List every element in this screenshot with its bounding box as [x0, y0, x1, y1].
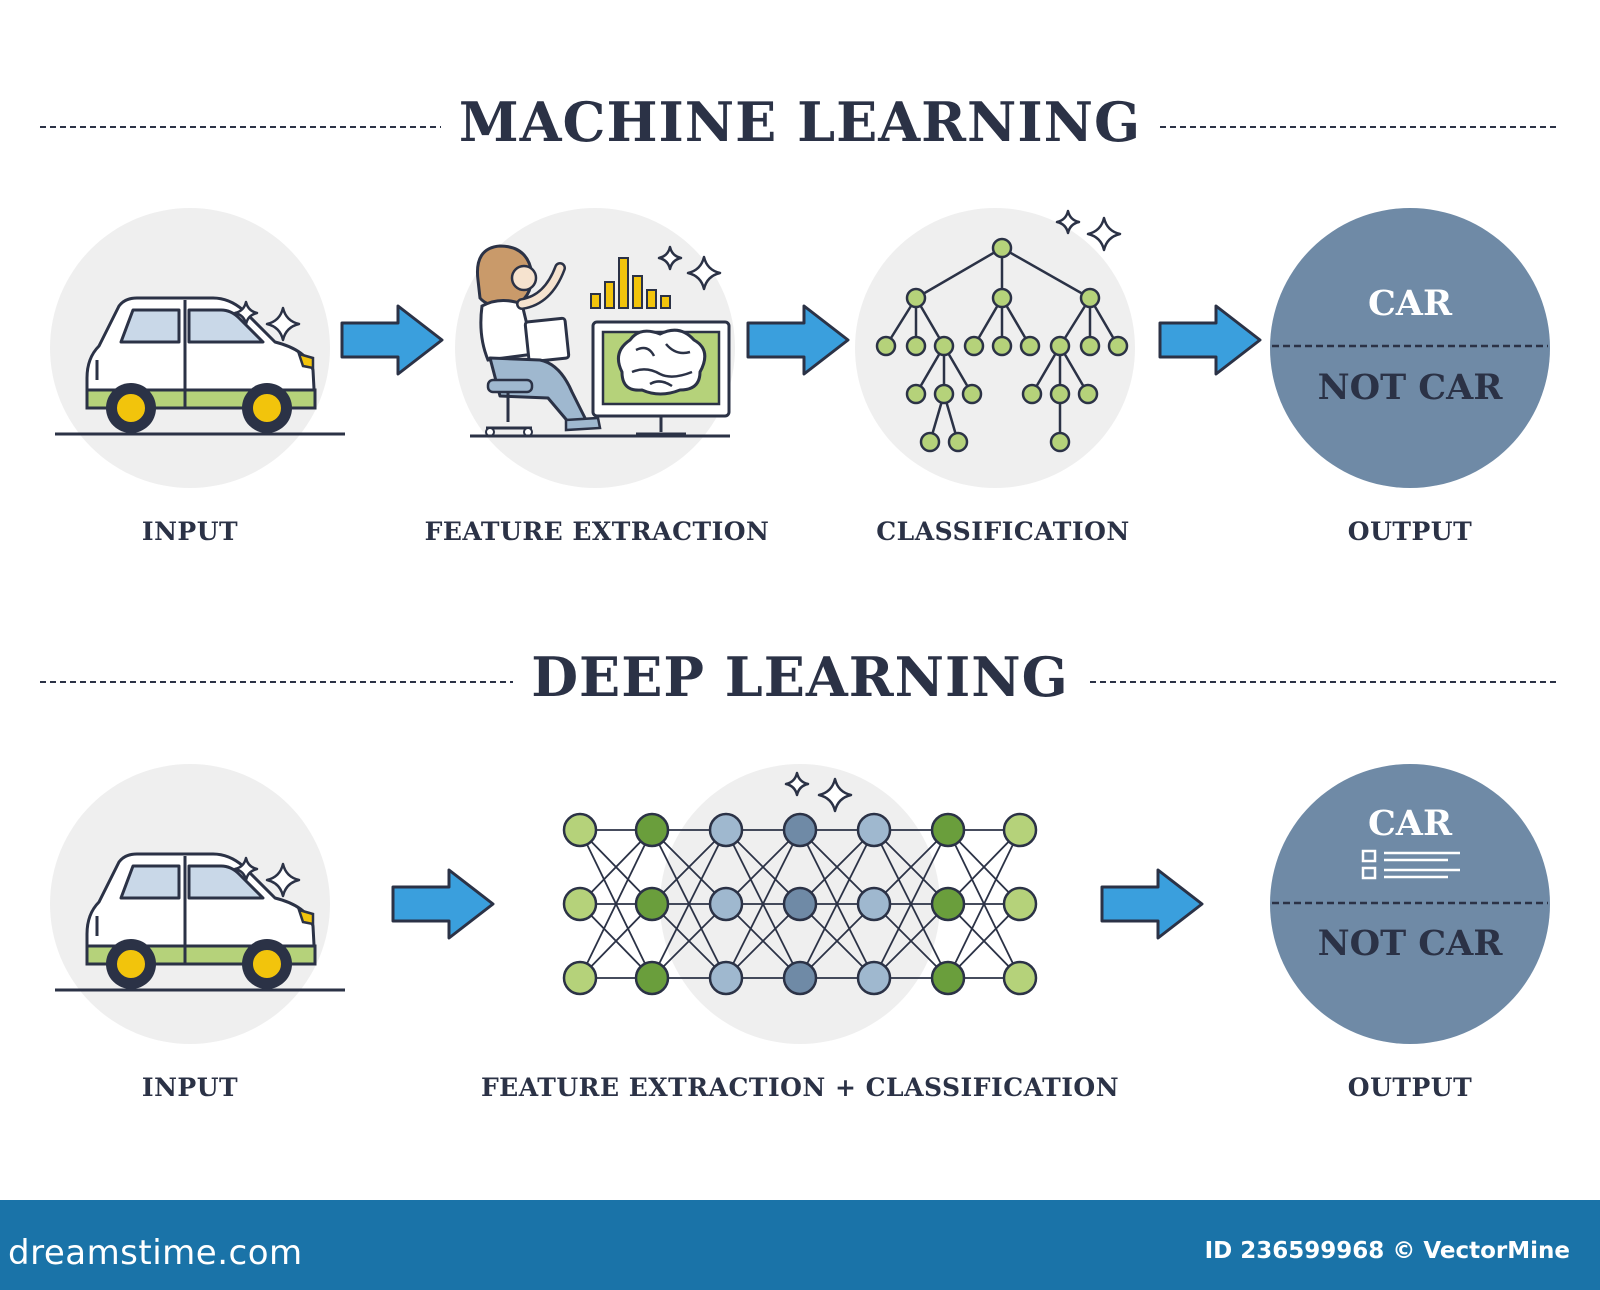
ml-output-circle — [1270, 208, 1550, 488]
arrow-right-icon — [746, 304, 850, 376]
dl-step-label: OUTPUT — [1347, 1073, 1473, 1102]
footer-bar — [0, 1200, 1600, 1290]
arrow-right-icon — [340, 304, 444, 376]
brain-icon — [616, 328, 707, 396]
decision-tree-icon — [875, 237, 1129, 453]
brand-wordmark: dreamstime.com — [8, 1233, 303, 1273]
dl-step-label: INPUT — [141, 1073, 239, 1102]
arrow-right-icon — [391, 868, 495, 940]
ml-title: MACHINE LEARNING — [0, 90, 1600, 154]
ml-step-label: INPUT — [141, 517, 239, 546]
dl-step-label: FEATURE EXTRACTION + CLASSIFICATION — [480, 1073, 1120, 1102]
image-credit: ID 236599968 © VectorMine — [1204, 1238, 1570, 1264]
list-icon — [1361, 849, 1460, 880]
dl-output-not-car: NOT CAR — [1317, 923, 1503, 964]
ml-step-label: OUTPUT — [1347, 517, 1473, 546]
ml-step-label: FEATURE EXTRACTION — [424, 517, 770, 546]
ml-output-not-car: NOT CAR — [1317, 367, 1503, 408]
ml-step-label: CLASSIFICATION — [876, 517, 1130, 546]
arrow-right-icon — [1158, 304, 1262, 376]
dl-title: DEEP LEARNING — [0, 645, 1600, 709]
sparkle-icon — [1086, 216, 1122, 252]
dl-output-car: CAR — [1367, 803, 1453, 844]
ml-output-car: CAR — [1367, 283, 1453, 324]
bar-chart-icon — [590, 257, 671, 309]
neural-network-icon — [562, 812, 1038, 996]
arrow-right-icon — [1100, 868, 1204, 940]
